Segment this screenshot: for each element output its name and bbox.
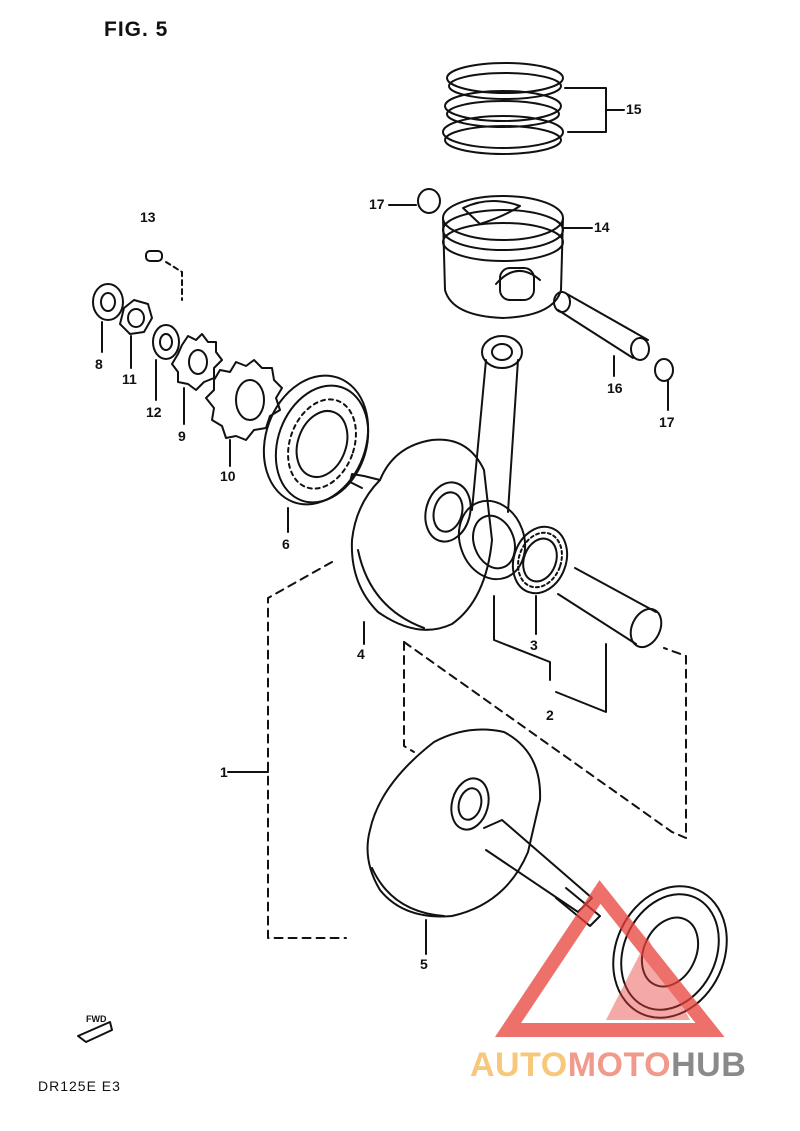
callout-10: 10 [220,468,236,484]
small-gear [171,333,223,391]
watermark-triangle-icon [494,880,725,1037]
needle-bearing [511,525,569,595]
callout-16: 16 [607,380,623,396]
callout-4: 4 [357,646,365,662]
callout-14: 14 [594,219,610,235]
key [145,250,163,262]
piston [442,195,564,319]
callout-5: 5 [420,956,428,972]
leader-15 [564,87,625,133]
callout-17b: 17 [659,414,675,430]
fwd-label: FWD [86,1014,107,1024]
nut [119,299,153,335]
bracket-crank-left [403,641,415,753]
washer [152,324,180,360]
bracket-1 [267,561,347,939]
bracket-crank-right [403,641,687,839]
callout-3: 3 [530,637,538,653]
piston-pin [553,291,650,361]
circlip-right [654,358,674,382]
callout-1: 1 [220,764,228,780]
model-label: DR125E E3 [38,1078,121,1094]
callout-9: 9 [178,428,186,444]
crank-pin [557,567,663,649]
callout-12: 12 [146,404,162,420]
callout-13: 13 [140,209,156,225]
bracket-2-left [493,595,551,681]
callout-6: 6 [282,536,290,552]
callout-17a: 17 [369,196,385,212]
callout-2: 2 [546,707,554,723]
oil-seal [92,283,124,321]
fwd-arrow-icon [77,1021,113,1043]
crank-web-left [349,438,493,631]
callout-8: 8 [95,356,103,372]
large-gear [205,359,283,441]
piston-rings [442,62,564,155]
connecting-rod [457,335,527,581]
bracket-2-right [555,643,607,713]
watermark-logo: AUTOMOTOHUB [470,1046,746,1085]
leader-13 [165,261,183,301]
watermark-hub: HUB [671,1046,747,1084]
watermark-moto: MOTO [567,1046,672,1084]
callout-11: 11 [122,371,137,387]
watermark-auto: AUTO [470,1046,568,1084]
bearing [262,374,370,506]
circlip-left [417,188,441,214]
figure-title: FIG. 5 [104,18,169,41]
crank-web-right [366,728,601,927]
callout-15: 15 [626,101,642,117]
